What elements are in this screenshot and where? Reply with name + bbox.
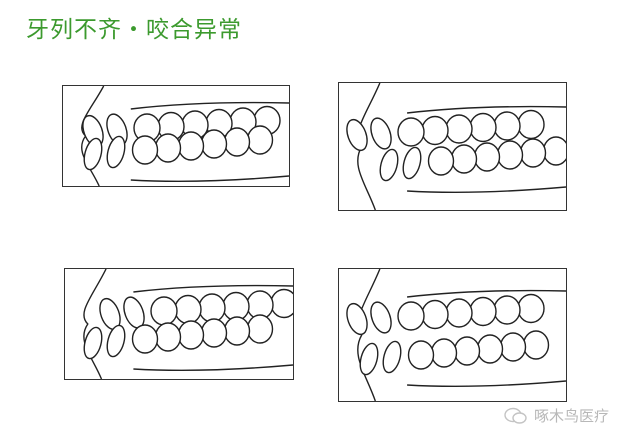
lower-tooth <box>473 142 501 172</box>
upper-tooth <box>397 117 425 147</box>
upper-tooth <box>445 298 473 328</box>
watermark-text: 啄木鸟医疗 <box>534 407 610 425</box>
lower-tooth <box>131 324 159 354</box>
upper-tooth <box>493 295 521 325</box>
upper-tooth <box>270 288 293 319</box>
upper-tooth <box>370 117 392 150</box>
lower-tooth <box>379 148 399 182</box>
lower-tooth <box>177 320 205 350</box>
lower-tooth <box>430 338 458 368</box>
lower-tooth <box>407 340 435 370</box>
lower-tooth <box>200 129 228 159</box>
lower-tooth <box>453 336 481 366</box>
upper-gum-line <box>407 105 566 114</box>
watermark: 啄木鸟医疗 <box>504 405 609 426</box>
lip-profile <box>357 269 381 401</box>
lower-tooth <box>359 342 379 376</box>
lower-tooth <box>402 146 422 180</box>
upper-tooth <box>198 293 226 323</box>
lower-tooth <box>496 140 524 170</box>
teeth-diagram-bottom-right <box>338 268 567 402</box>
lower-gum-line <box>407 186 566 194</box>
lower-tooth <box>223 316 251 346</box>
lower-gum-line <box>130 175 289 183</box>
lower-tooth <box>542 136 566 166</box>
upper-tooth <box>445 114 473 144</box>
lower-tooth <box>522 330 550 360</box>
teeth-diagram-top-right <box>338 82 567 211</box>
lower-tooth <box>246 125 274 155</box>
upper-tooth <box>150 296 178 326</box>
upper-gum-line <box>407 289 566 298</box>
upper-tooth <box>517 293 545 324</box>
lower-tooth <box>106 135 126 169</box>
lower-tooth <box>200 318 228 348</box>
lower-tooth <box>83 137 103 171</box>
upper-tooth <box>346 302 368 336</box>
lower-tooth <box>246 314 274 344</box>
lower-tooth <box>476 334 504 364</box>
lower-tooth <box>499 332 527 362</box>
lower-tooth <box>519 138 547 168</box>
upper-tooth <box>493 111 521 141</box>
lower-tooth <box>154 133 182 163</box>
upper-tooth <box>174 294 202 325</box>
lower-tooth <box>131 135 159 165</box>
upper-tooth <box>469 112 497 143</box>
upper-tooth <box>469 296 497 327</box>
upper-tooth <box>421 299 449 330</box>
wechat-icon <box>504 407 527 424</box>
upper-tooth <box>421 115 449 146</box>
page-title: 牙列不齐・咬合异常 <box>26 17 242 43</box>
lip-profile <box>83 269 107 379</box>
lower-gum-line <box>407 380 566 388</box>
lower-tooth <box>382 340 402 374</box>
lower-gum-line <box>133 364 293 372</box>
lower-tooth <box>427 146 455 176</box>
lower-tooth <box>83 326 103 360</box>
lower-tooth <box>177 131 205 161</box>
upper-tooth <box>346 118 368 152</box>
lower-tooth <box>450 144 478 174</box>
lower-tooth <box>223 127 251 157</box>
upper-gum-line <box>133 284 293 293</box>
teeth-diagram-top-left <box>62 85 290 187</box>
lower-tooth <box>106 324 126 358</box>
upper-tooth <box>222 291 250 322</box>
upper-gum-line <box>130 101 289 110</box>
lower-tooth <box>154 322 182 352</box>
upper-tooth <box>517 109 545 140</box>
upper-tooth <box>397 301 425 331</box>
upper-tooth <box>370 301 392 334</box>
teeth-diagram-bottom-left <box>64 268 294 380</box>
